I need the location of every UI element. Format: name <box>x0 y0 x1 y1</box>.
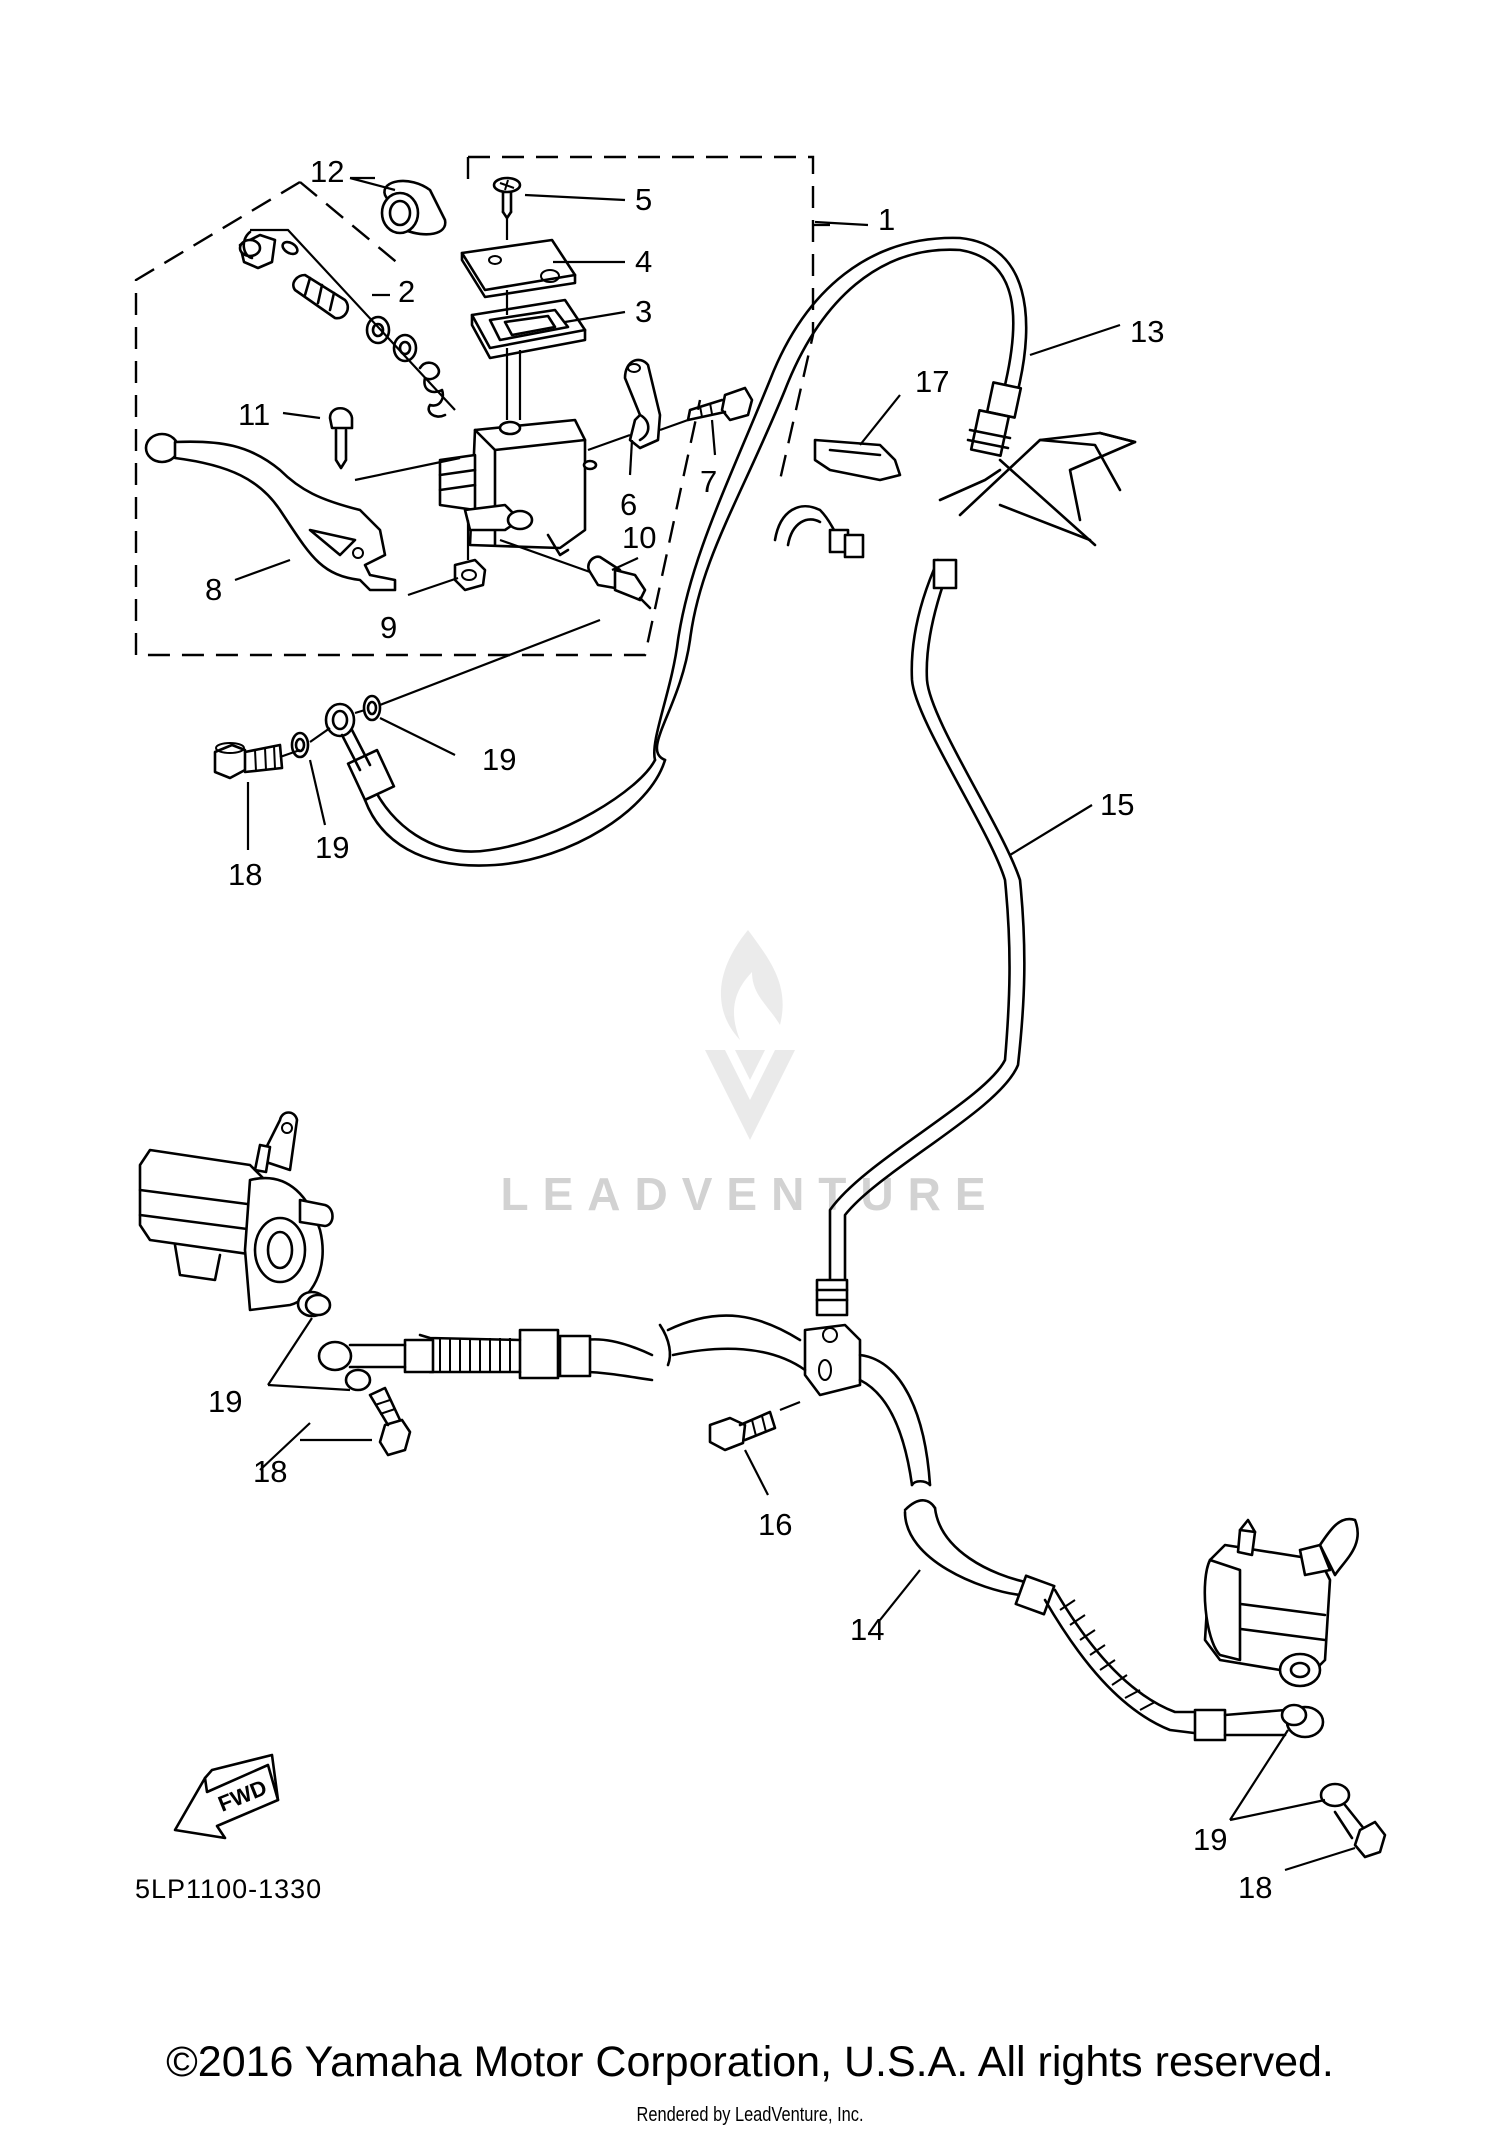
diaphragm-3 <box>470 298 587 360</box>
callout-6: 6 <box>620 487 637 522</box>
left-brake-caliper <box>138 1111 334 1318</box>
right-brake-caliper <box>1203 1517 1359 1688</box>
callout-5: 5 <box>635 182 652 217</box>
watermark-text: LEADVENTURE <box>500 1168 999 1220</box>
screw-5 <box>492 176 522 220</box>
callout-19-upper-left: 19 <box>315 830 349 865</box>
bracket-6 <box>587 358 662 452</box>
copyright-notice: ©2016 Yamaha Motor Corporation, U.S.A. A… <box>166 2038 1334 2086</box>
callout-leaders <box>234 176 1356 1872</box>
banjo-bolt-upper <box>213 618 601 780</box>
callout-14: 14 <box>850 1612 884 1647</box>
brake-switch-10 <box>499 538 652 610</box>
brake-hose-14 <box>558 1314 1032 1597</box>
callout-16: 16 <box>758 1507 792 1542</box>
callout-18-left: 18 <box>253 1454 287 1489</box>
fwd-arrow: FWD <box>173 1753 280 1840</box>
brake-pipe-15 <box>815 558 1026 1317</box>
banjo-bolt-left <box>304 1293 412 1457</box>
bolt-7 <box>659 386 754 432</box>
callout-labels: 1 2 3 4 5 6 7 8 9 10 11 12 13 14 15 16 1… <box>205 154 1272 1905</box>
master-cylinder <box>438 418 598 557</box>
rendered-by-notice: Rendered by LeadVenture, Inc. <box>636 2104 864 2126</box>
callout-9: 9 <box>380 610 397 645</box>
callout-8: 8 <box>205 572 222 607</box>
bolt-11 <box>328 406 461 482</box>
brake-lever-8 <box>144 432 397 592</box>
callout-1: 1 <box>878 202 895 237</box>
callout-10: 10 <box>622 520 656 555</box>
callout-2: 2 <box>398 274 415 309</box>
brake-switch-wire <box>773 504 865 559</box>
callout-15: 15 <box>1100 787 1134 822</box>
callout-17: 17 <box>915 364 949 399</box>
handlebar <box>938 431 1137 547</box>
watermark-logo <box>705 930 795 1140</box>
callout-11: 11 <box>238 397 270 432</box>
callout-19-upper-right: 19 <box>482 742 516 777</box>
callout-19-right: 19 <box>1193 1822 1227 1857</box>
banjo-bolt-right <box>1280 1703 1387 1859</box>
boot-12 <box>380 179 447 236</box>
right-front-hose <box>1014 1574 1325 1742</box>
reservoir-cap-4 <box>460 238 577 299</box>
piston-kit-2 <box>238 228 456 418</box>
callout-12: 12 <box>310 154 344 189</box>
hose-clip-17 <box>813 438 902 482</box>
master-cylinder-assembly-box <box>134 155 815 657</box>
left-front-hose <box>317 1328 592 1380</box>
callout-13: 13 <box>1130 314 1164 349</box>
callout-18-right: 18 <box>1238 1870 1272 1905</box>
callout-7: 7 <box>700 464 717 499</box>
callout-18-upper: 18 <box>228 857 262 892</box>
callout-19-left: 19 <box>208 1384 242 1419</box>
bolt-16 <box>708 1400 801 1452</box>
diagram-code: 5LP1100-1330 <box>135 1874 322 1904</box>
callout-4: 4 <box>635 244 652 279</box>
brake-hose-13 <box>346 236 1028 867</box>
callout-3: 3 <box>635 294 652 329</box>
